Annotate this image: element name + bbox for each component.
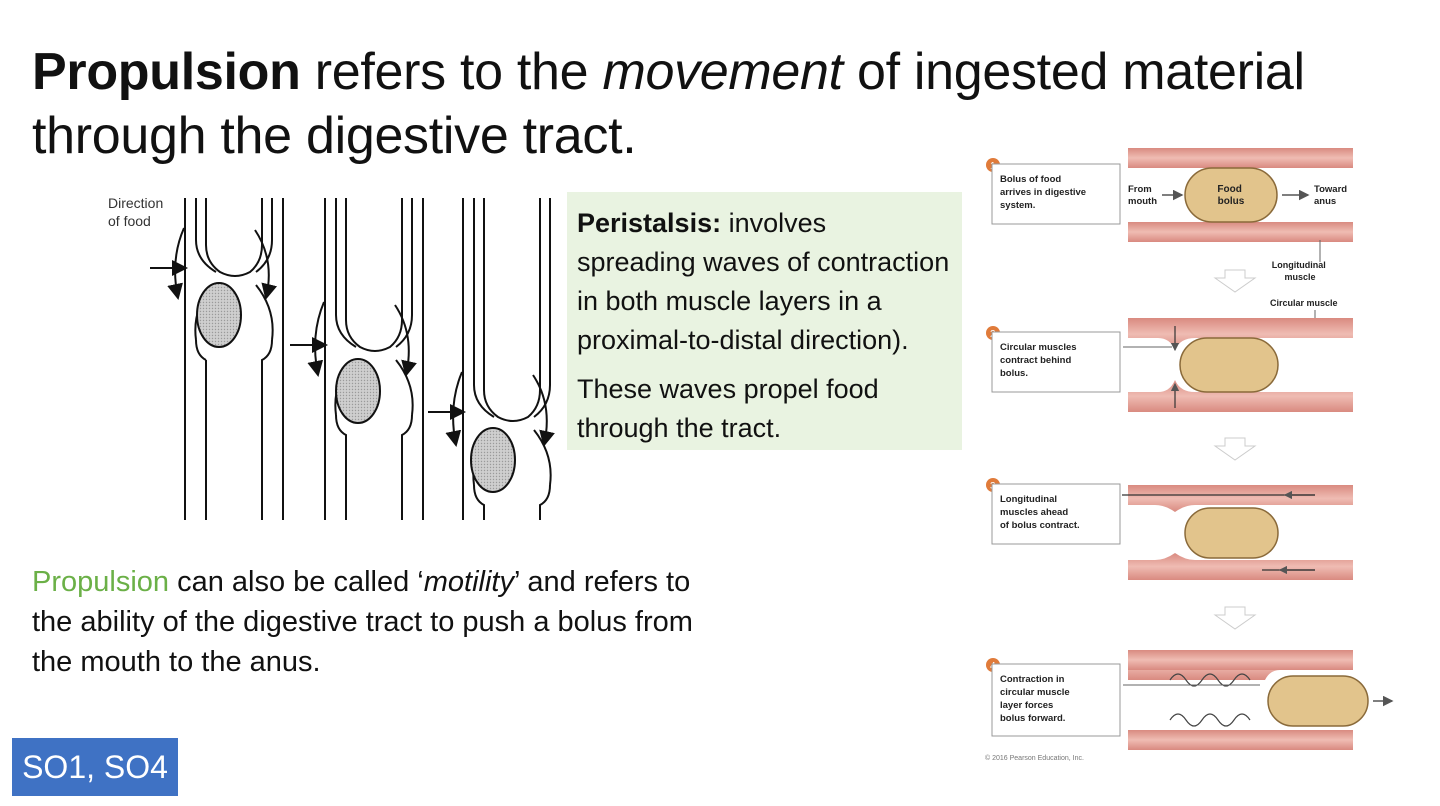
peristalsis-diagram: Direction of food bbox=[108, 195, 555, 520]
svg-text:Contraction in circular: Contraction in circular muscle layer for… bbox=[1000, 674, 1072, 724]
motility-text-2: ’ and refers to the ability of the diges… bbox=[32, 566, 693, 678]
circular-label: Circular muscle bbox=[1270, 298, 1338, 308]
motility-term: Propulsion bbox=[32, 566, 170, 598]
longitudinal-label-1: Longitudinal bbox=[1272, 260, 1326, 270]
tube-1 bbox=[150, 198, 284, 520]
tube-2 bbox=[290, 198, 424, 520]
svg-text:Food bolus: Food bolus bbox=[1217, 184, 1244, 207]
step-4-text-2: circular muscle bbox=[1000, 687, 1070, 698]
step-1-text-3: system. bbox=[1000, 200, 1035, 211]
step-1-text-1: Bolus of food bbox=[1000, 174, 1061, 185]
motility-text-1: can also be called ‘ bbox=[169, 566, 424, 598]
motility-paragraph: Propulsion can also be called ‘motility’… bbox=[32, 562, 712, 682]
step-4-text-4: bolus forward. bbox=[1000, 713, 1065, 724]
step-2-panel: 2 Circular muscles contract behind bolus… bbox=[986, 318, 1353, 461]
longitudinal-label-2: muscle bbox=[1284, 272, 1315, 282]
svg-text:Toward anus: Toward anus bbox=[1314, 184, 1350, 207]
from-label-2: mouth bbox=[1128, 196, 1157, 207]
peristalsis-box: Peristalsis: involves spreading waves of… bbox=[567, 192, 962, 450]
tube-3 bbox=[428, 198, 555, 520]
step-4-text-1: Contraction in bbox=[1000, 674, 1065, 685]
step-4-panel: 4 Contraction in circular muscle layer f… bbox=[985, 650, 1394, 762]
svg-text:Bolus of food arrives in: Bolus of food arrives in digestive syste… bbox=[1000, 174, 1089, 211]
step-2-text-1: Circular muscles bbox=[1000, 342, 1077, 353]
peristalsis-note: These waves propel food through the trac… bbox=[577, 374, 879, 443]
title-term: Propulsion bbox=[32, 43, 301, 101]
toward-label-2: anus bbox=[1314, 196, 1336, 207]
direction-label-2: of food bbox=[108, 213, 151, 229]
step-3-text-2: muscles ahead bbox=[1000, 507, 1068, 518]
title-emphasis: movement bbox=[602, 43, 843, 101]
svg-text:Longitudinal muscles ahe: Longitudinal muscles ahead of bolus cont… bbox=[1000, 494, 1080, 531]
bolus-label-2: bolus bbox=[1218, 196, 1245, 207]
from-label-1: From bbox=[1128, 184, 1152, 195]
step-3-text-3: of bolus contract. bbox=[1000, 520, 1080, 531]
slide-title: Propulsion refers to the movement of ing… bbox=[32, 40, 1412, 168]
title-text-1: refers to the bbox=[300, 43, 603, 101]
peristalsis-definition-text: involves spreading waves of contraction … bbox=[577, 208, 950, 355]
copyright-note: © 2016 Pearson Education, Inc. bbox=[985, 754, 1084, 762]
peristalsis-term: Peristalsis: bbox=[577, 208, 722, 238]
step-2-text-2: contract behind bbox=[1000, 355, 1071, 366]
title-text-2: of ingested material through the digesti… bbox=[32, 43, 1305, 165]
peristalsis-steps-figure: 1 Bolus of food arrives in digestive sys… bbox=[985, 148, 1394, 762]
outcome-badge: SO1, SO4 bbox=[12, 738, 178, 796]
peristalsis-definition: Peristalsis: involves spreading waves of… bbox=[577, 204, 950, 360]
toward-label-1: Toward bbox=[1314, 184, 1347, 195]
bolus-label-1: Food bbox=[1217, 184, 1241, 195]
direction-label-1: Direction bbox=[108, 195, 163, 211]
step-2-text-3: bolus. bbox=[1000, 368, 1028, 379]
step-1-panel: 1 Bolus of food arrives in digestive sys… bbox=[986, 148, 1353, 322]
svg-text:Longitudinal muscle: Longitudinal muscle bbox=[1272, 260, 1329, 282]
svg-text:Circular muscles contrac: Circular muscles contract behind bolus. bbox=[1000, 342, 1079, 379]
motility-emphasis: motility bbox=[423, 566, 514, 598]
step-1-text-2: arrives in digestive bbox=[1000, 187, 1086, 198]
step-4-text-3: layer forces bbox=[1000, 700, 1053, 711]
step-3-panel: 3 Longitudinal muscles ahead of bolus co… bbox=[986, 478, 1353, 630]
step-3-text-1: Longitudinal bbox=[1000, 494, 1057, 505]
svg-text:From mouth: From mouth bbox=[1128, 184, 1157, 207]
